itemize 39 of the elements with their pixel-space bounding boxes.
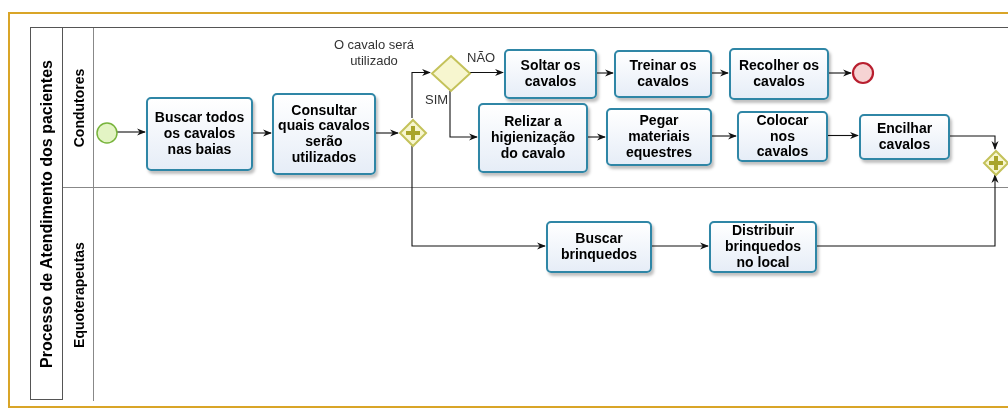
- arrow: [251, 129, 272, 137]
- arrow: [116, 128, 146, 136]
- task-box: Soltar os cavalos: [504, 49, 597, 99]
- arrow: [374, 129, 399, 137]
- task-box: Colocar nos cavalos: [737, 111, 828, 162]
- arrow: [449, 90, 478, 141]
- gateway-caption: O cavalo será utilizado: [332, 37, 416, 70]
- parallel-gateway-diamond: [983, 150, 1008, 176]
- task-box: Relizar a higienização do cavalo: [478, 103, 588, 173]
- task-box: Pegar materiais equestres: [606, 108, 712, 166]
- swimlane: [63, 28, 1008, 188]
- arrow: [650, 242, 709, 250]
- arrow: [948, 135, 999, 150]
- lane-title: Condutores: [69, 68, 87, 147]
- arrow: [411, 69, 431, 119]
- edge-label: NÃO: [466, 51, 497, 64]
- edge-label: SIM: [424, 93, 450, 106]
- pool-title: Processo de Atendimento dos pacientes: [37, 59, 56, 368]
- arrow: [469, 69, 504, 76]
- arrow: [826, 132, 859, 139]
- arrow: [815, 174, 999, 247]
- arrow: [586, 133, 606, 141]
- arrow: [595, 69, 614, 77]
- task-box: Treinar os cavalos: [614, 50, 712, 98]
- swimlane: [63, 188, 1008, 401]
- task-box: Recolher os cavalos: [729, 48, 829, 100]
- arrow: [710, 132, 737, 140]
- task-box: Buscar brinquedos: [546, 221, 652, 273]
- task-box: Buscar todos os cavalos nas baias: [146, 97, 253, 171]
- task-box: Consultar quais cavalos serão utilizados: [272, 93, 376, 175]
- parallel-gateway-diamond: [399, 119, 427, 147]
- lane-title: Equoterapeutas: [69, 241, 88, 348]
- task-box: Encilhar cavalos: [859, 114, 950, 160]
- end-event-circle: [852, 62, 874, 84]
- start-event-circle: [96, 122, 118, 144]
- arrow: [411, 145, 546, 250]
- task-box: Distribuir brinquedos no local: [709, 221, 817, 273]
- arrow: [710, 69, 729, 77]
- arrow: [827, 69, 852, 77]
